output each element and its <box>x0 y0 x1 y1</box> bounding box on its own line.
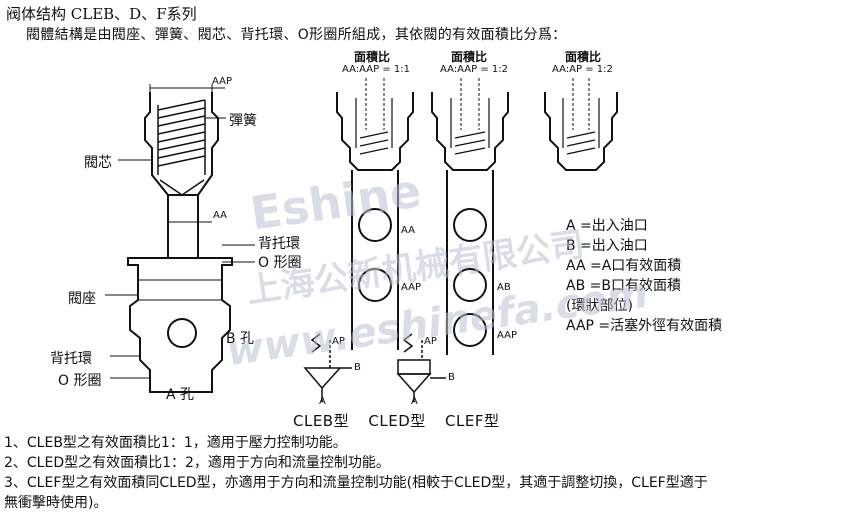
page-subtitle: 閥體結構是由閥座、彈簧、閥芯、背托環、O形圈所組成，其依閥的有效面積比分爲： <box>26 27 567 43</box>
oring-label-1: O 形圈 <box>258 255 302 271</box>
aa-label: AA <box>213 210 227 221</box>
spring-label: 彈簧 <box>229 113 257 129</box>
note-line: 3、CLEF型之有效面積同CLED型，亦適用于方向和流量控制功能(相較于CLED… <box>4 475 708 491</box>
note-line: 1、CLEB型之有效面積比1：1，適用于壓力控制功能。 <box>4 435 347 451</box>
mid-aa-label: AA <box>401 225 415 236</box>
symbol-b-label-1: B <box>354 362 361 373</box>
symbol-a-label-1: A <box>319 396 326 407</box>
ratio-value-2: AA:AAP = 1:2 <box>440 64 508 75</box>
b-port-label: B 孔 <box>226 331 255 347</box>
backup-ring-label-2: 背托環 <box>50 351 92 367</box>
mid-aap-label: AAP <box>401 282 421 293</box>
symbol-ap-label-1: AP <box>332 336 345 347</box>
ratio-title-1: 面積比 <box>354 50 391 64</box>
notes: 1、CLEB型之有效面積比1：1，適用于壓力控制功能。 2、CLED型之有效面積… <box>4 433 846 513</box>
seat-label: 閥座 <box>68 291 96 307</box>
core-label: 閥芯 <box>84 155 112 171</box>
a-port-label: A 孔 <box>166 387 195 403</box>
note-line: 無衝擊時使用)。 <box>4 495 108 511</box>
oring-label-2: O 形圈 <box>58 373 102 389</box>
legend-item: A =出入油口 <box>566 218 648 234</box>
type-cleb: CLEB型 <box>293 412 350 430</box>
backup-ring-label-1: 背托環 <box>258 236 300 252</box>
symbol-b-label-2: B <box>448 372 455 383</box>
legend-item: AAP =活塞外徑有效面積 <box>566 318 723 334</box>
symbol-a-label-2: A <box>411 396 418 407</box>
legend-item: AA =A口有效面積 <box>566 258 682 274</box>
aap-top-label: AAP <box>212 76 232 87</box>
ratio-value-1: AA:AAP = 1:1 <box>342 64 410 75</box>
legend-item: B =出入油口 <box>566 238 648 254</box>
type-clef: CLEF型 <box>445 412 500 430</box>
legend-item: (環狀部位) <box>566 298 633 314</box>
legend: A =出入油口 B =出入油口 AA =A口有效面積 AB =B口有效面積 (環… <box>566 216 722 336</box>
ratio-title-3: 面積比 <box>565 50 602 64</box>
ratio-value-3: AA:AP = 1:2 <box>552 64 613 75</box>
type-cled: CLED型 <box>368 412 426 430</box>
ratio-title-2: 面積比 <box>451 50 488 64</box>
mid-ab-label: AB <box>497 282 511 293</box>
mid-aap2-label: AAP <box>497 330 517 341</box>
note-line: 2、CLED型之有效面積比1：2，適用于方向和流量控制功能。 <box>4 455 390 471</box>
legend-item: AB =B口有效面積 <box>566 278 681 294</box>
symbol-ap-label-2: AP <box>424 336 437 347</box>
type-captions: CLEB型 CLED型 CLEF型 <box>293 410 513 431</box>
page-title: 阀体结构 CLEB、D、F系列 <box>6 5 197 23</box>
